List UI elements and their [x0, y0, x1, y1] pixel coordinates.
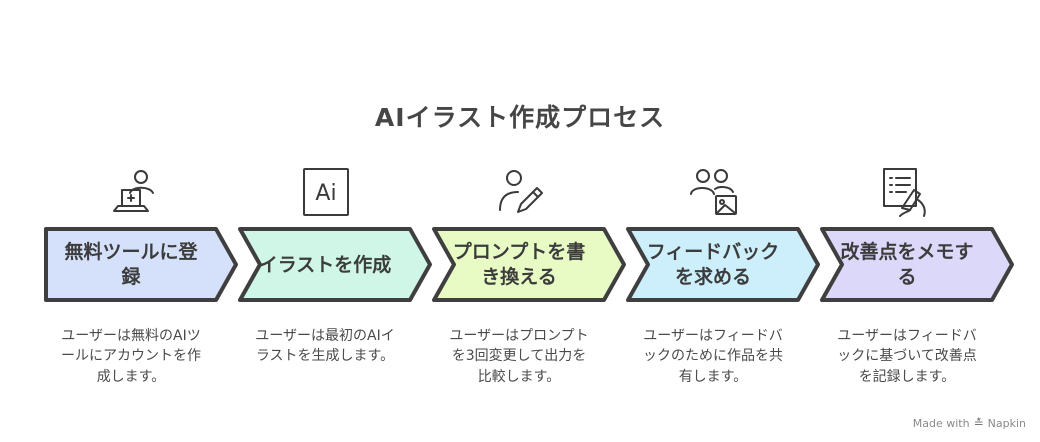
ai-file-icon: Ai: [303, 168, 349, 216]
step-arrow-1: [44, 227, 238, 302]
napkin-logo-icon: ≛: [973, 416, 984, 430]
step-arrow-2: [238, 227, 432, 302]
user-laptop-icon: [113, 170, 154, 212]
credit: Made with ≛ Napkin: [913, 416, 1026, 430]
step-label-create: イラストを作成: [258, 253, 392, 276]
step-arrow-4: [626, 227, 820, 302]
step-arrow-3: [432, 227, 626, 302]
note-writing-icon: [883, 168, 926, 217]
step-description-register: ユーザーは無料のAIツールにアカウントを作成します。: [61, 328, 201, 385]
step-label-feedback: フィードバックを求める: [646, 241, 780, 288]
diagram-title: AIイラスト作成プロセス: [374, 103, 666, 132]
svg-text:Ai: Ai: [315, 181, 336, 206]
user-edit-icon: [499, 170, 543, 213]
credit-text: Made with: [912, 416, 970, 430]
step-description-notes: ユーザーはフィードバックに基づいて改善点を記録します。: [837, 328, 977, 385]
step-description-rewrite: ユーザーはプロンプトを3回変更して出力を比較します。: [449, 328, 589, 385]
credit-brand: Napkin: [987, 416, 1026, 430]
users-image-icon: [690, 169, 737, 215]
step-description-feedback: ユーザーはフィードバックのために作品を共有します。: [643, 328, 783, 385]
step-label-notes: 改善点をメモする: [840, 241, 974, 288]
step-label-register: 無料ツールに登録: [64, 241, 198, 288]
step-label-rewrite: プロンプトを書き換える: [452, 241, 586, 288]
step-description-create: ユーザーは最初のAIイラストを生成します。: [255, 328, 395, 365]
step-arrow-5: [820, 227, 1014, 302]
